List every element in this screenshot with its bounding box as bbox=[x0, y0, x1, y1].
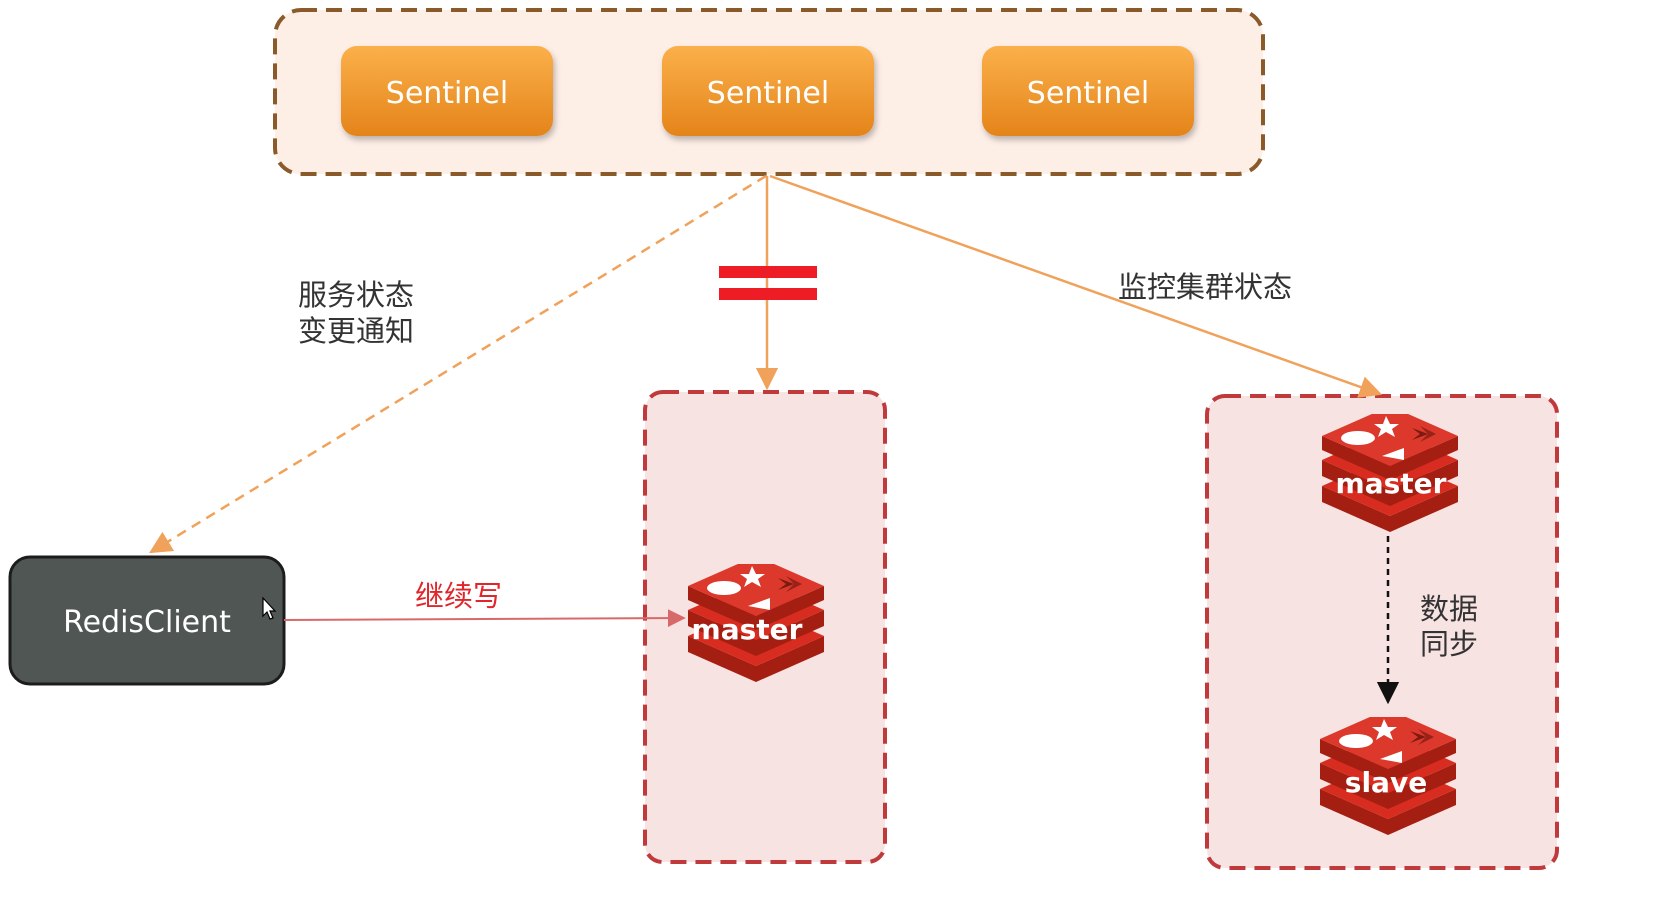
write-edge bbox=[283, 609, 686, 628]
monitor-edge-label: 监控集群状态 bbox=[1118, 270, 1292, 304]
notify-edge-label-line1: 服务状态 bbox=[298, 278, 414, 312]
sentinel-node-2 bbox=[662, 46, 874, 136]
active-master-label: master bbox=[1336, 467, 1447, 500]
mouse-cursor-icon bbox=[262, 596, 277, 620]
failed-master-label: master bbox=[692, 613, 803, 646]
notify-edge bbox=[149, 174, 767, 554]
sentinel-node-1 bbox=[341, 46, 553, 136]
monitor-edge bbox=[769, 174, 1383, 398]
sync-edge-label-line2: 同步 bbox=[1420, 627, 1478, 661]
sync-edge-label-line1: 数据 bbox=[1420, 592, 1478, 626]
write-edge-label: 继续写 bbox=[415, 579, 502, 613]
redis-client-node bbox=[8, 555, 286, 686]
sentinel-node-3-label: Sentinel bbox=[1027, 76, 1149, 111]
sentinel-node-1-label: Sentinel bbox=[386, 76, 508, 111]
slave-label: slave bbox=[1345, 766, 1427, 799]
sentinel-node-2-label: Sentinel bbox=[707, 76, 829, 111]
redis-client-label: RedisClient bbox=[63, 605, 231, 640]
disconnect-icon bbox=[719, 266, 817, 300]
notify-edge-label-line2: 变更通知 bbox=[298, 314, 414, 348]
sentinel-node-3 bbox=[982, 46, 1194, 136]
